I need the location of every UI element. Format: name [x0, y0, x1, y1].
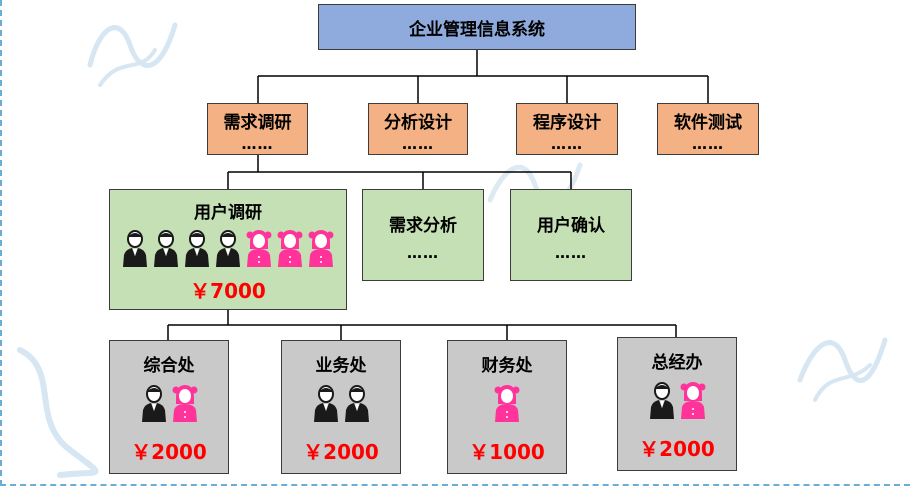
female-person-icon [171, 384, 199, 422]
phase-node-requirement-research: 需求调研 …… [207, 103, 308, 155]
department-node: 业务处 ￥2000 [281, 340, 401, 474]
department-node: 综合处 ￥2000 [109, 340, 229, 474]
female-person-icon [276, 229, 304, 267]
phase-ellipsis: …… [402, 134, 434, 153]
research-ellipsis: …… [407, 243, 439, 262]
phase-label: 程序设计 [533, 112, 601, 133]
people-group [140, 384, 199, 422]
phase-ellipsis: …… [241, 134, 274, 153]
male-person-icon [152, 229, 180, 267]
cost-value: ￥1000 [469, 440, 545, 464]
female-person-icon [679, 381, 707, 419]
female-person-icon [307, 229, 335, 267]
male-person-icon [214, 229, 242, 267]
cost-value: ￥2000 [131, 440, 207, 464]
phase-label: 分析设计 [384, 112, 452, 133]
phase-label: 软件测试 [674, 112, 742, 133]
frame-bottom-border [0, 484, 910, 486]
root-node: 企业管理信息系统 [318, 4, 636, 50]
male-person-icon [312, 384, 340, 422]
phase-ellipsis: …… [551, 134, 583, 153]
male-person-icon [183, 229, 211, 267]
male-person-icon [140, 384, 168, 422]
cost-value: ￥2000 [303, 440, 379, 464]
phase-node-programming: 程序设计 …… [516, 103, 618, 155]
research-label: 用户调研 [194, 203, 262, 223]
people-group [493, 384, 521, 422]
female-person-icon [493, 384, 521, 422]
department-label: 业务处 [315, 356, 367, 376]
research-node-requirement-analysis: 需求分析 …… [362, 189, 484, 281]
research-node-user-research: 用户调研 ￥7000 [109, 189, 347, 310]
people-group [648, 381, 707, 419]
male-person-icon [648, 381, 676, 419]
male-person-icon [343, 384, 371, 422]
phase-node-analysis-design: 分析设计 …… [368, 103, 468, 155]
frame-left-border [0, 0, 2, 486]
people-group [121, 229, 335, 267]
department-label: 财务处 [481, 356, 533, 376]
research-label: 需求分析 [389, 215, 457, 236]
root-label: 企业管理信息系统 [409, 19, 545, 40]
research-node-user-confirmation: 用户确认 …… [510, 189, 632, 281]
department-node: 财务处 ￥1000 [447, 340, 567, 474]
department-node: 总经办 ￥2000 [617, 337, 737, 471]
phase-label: 需求调研 [223, 112, 292, 133]
research-ellipsis: …… [555, 243, 587, 262]
cost-value: ￥2000 [639, 437, 715, 461]
phase-node-software-testing: 软件测试 …… [657, 103, 759, 155]
research-label: 用户确认 [537, 215, 605, 236]
department-label: 综合处 [143, 356, 195, 376]
people-group [312, 384, 371, 422]
male-person-icon [121, 229, 149, 267]
phase-ellipsis: …… [692, 134, 724, 153]
female-person-icon [245, 229, 273, 267]
cost-value: ￥7000 [190, 279, 266, 303]
department-label: 总经办 [651, 353, 703, 373]
